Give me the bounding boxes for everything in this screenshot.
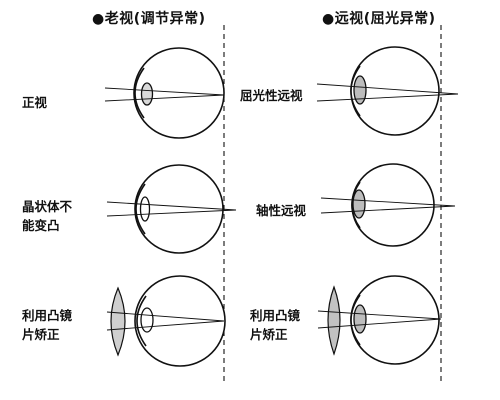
label-convex-right-line2: 片矫正 xyxy=(250,327,288,342)
label-normal: 正视 xyxy=(22,95,48,110)
label-lens-line1: 晶状体不 xyxy=(22,199,73,214)
lens-corrected-left xyxy=(140,307,154,333)
eye-corrected-right xyxy=(317,275,442,365)
convex-corrective-lens-right xyxy=(327,285,341,356)
lens-normal xyxy=(140,82,154,106)
convex-corrective-lens-left xyxy=(110,286,126,357)
label-refractive-hyperopia: 屈光性远视 xyxy=(240,88,303,103)
lens-axial xyxy=(352,189,366,219)
header-hyperopia: ●远视(屈光异常) xyxy=(322,11,436,27)
lens-corrected-right xyxy=(353,304,367,334)
eye-lens-cannot-bulge xyxy=(106,164,237,254)
lens-refractive xyxy=(353,75,367,105)
eye-refractive-hyperopia xyxy=(316,46,459,136)
eye-normal xyxy=(104,47,225,139)
label-convex-left-line1: 利用凸镜 xyxy=(22,308,73,323)
label-axial-hyperopia: 轴性远视 xyxy=(256,203,307,218)
eye-axial-hyperopia xyxy=(320,163,456,247)
eye-corrected-left xyxy=(106,275,226,367)
label-convex-left-line2: 片矫正 xyxy=(22,327,60,342)
lens-flat xyxy=(139,196,151,222)
header-presbyopia: ●老视(调节异常) xyxy=(92,11,206,27)
label-convex-right-line1: 利用凸镜 xyxy=(250,308,301,323)
label-lens-line2: 能变凸 xyxy=(22,218,60,233)
